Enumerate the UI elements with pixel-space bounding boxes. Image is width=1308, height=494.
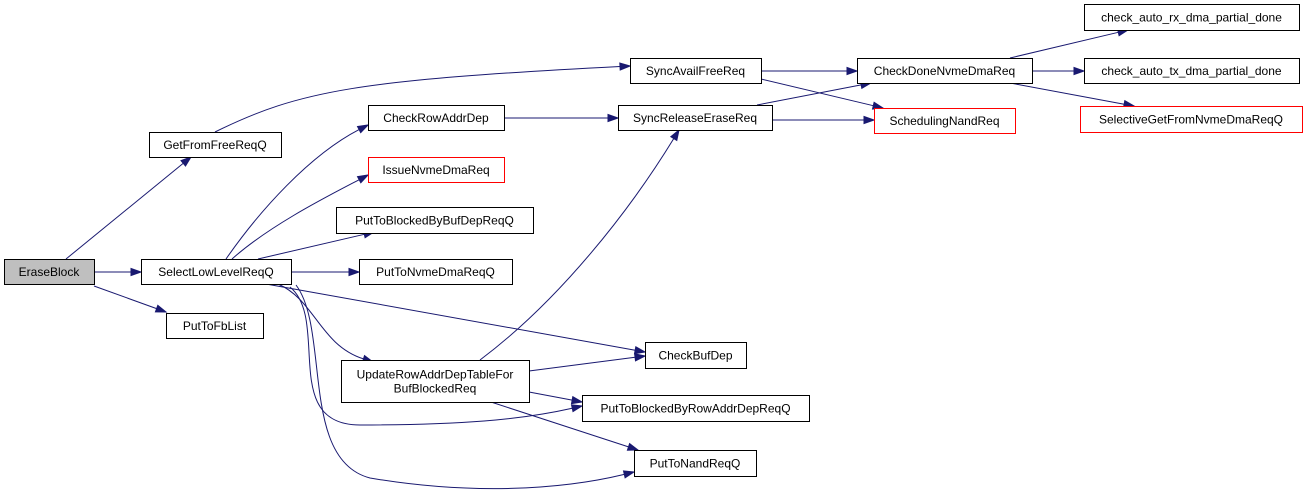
- node-box: [368, 105, 505, 131]
- node-put-to-blocked-by-row-addr-dep-req-q[interactable]: PutToBlockedByRowAddrDepReqQ: [582, 395, 810, 422]
- node-box: [645, 342, 747, 369]
- edge-erase-block-to-select-low-level-req-q: [94, 267, 143, 277]
- node-label: IssueNvmeDmaReq: [382, 163, 489, 177]
- node-label: CheckRowAddrDep: [383, 111, 489, 125]
- node-put-to-blocked-by-buf-dep-req-q[interactable]: PutToBlockedByBufDepReqQ: [336, 207, 534, 234]
- node-put-to-nvme-dma-req-q[interactable]: PutToNvmeDmaReqQ: [359, 259, 513, 285]
- node-label: CheckDoneNvmeDmaReq: [874, 64, 1015, 78]
- edge-check-row-addr-dep-to-sync-release-erase-req: [504, 113, 620, 123]
- node-box: [341, 360, 530, 403]
- node-sync-avail-free-req[interactable]: SyncAvailFreeReq: [630, 58, 762, 84]
- node-label: check_auto_tx_dma_partial_done: [1101, 64, 1281, 78]
- node-box: [874, 108, 1016, 134]
- node-get-from-free-req-q[interactable]: GetFromFreeReqQ: [149, 132, 282, 158]
- node-label: PutToFbList: [183, 319, 247, 333]
- node-check-buf-dep[interactable]: CheckBufDep: [645, 342, 747, 369]
- edge-check-done-nvme-dma-req-to-selective-get-from-nvme-dma-req-q: [1009, 82, 1136, 109]
- node-box: [630, 58, 762, 84]
- node-box: [359, 259, 513, 285]
- edge-erase-block-to-put-to-fb-list: [93, 285, 168, 313]
- edge-select-low-level-req-q-to-check-buf-dep: [265, 283, 647, 355]
- edge-layer: [65, 28, 1136, 490]
- node-label: PutToBlockedByRowAddrDepReqQ: [600, 402, 790, 416]
- node-box: [1084, 58, 1300, 84]
- node-box: [618, 105, 773, 131]
- edge-select-low-level-req-q-to-put-to-nvme-dma-req-q: [291, 267, 361, 277]
- node-label: SelectiveGetFromNvmeDmaReqQ: [1099, 113, 1283, 127]
- node-box: [368, 157, 505, 183]
- node-put-to-nand-req-q[interactable]: PutToNandReqQ: [634, 450, 757, 477]
- node-box: [582, 395, 810, 422]
- node-check-auto-tx-dma-partial-done[interactable]: check_auto_tx_dma_partial_done: [1084, 58, 1300, 84]
- edge-update-row-addr-dep-table-for-buf-blocked-req-to-put-to-blocked-by-row-addr-dep-req-q: [528, 391, 584, 405]
- edge-select-low-level-req-q-to-check-row-addr-dep: [225, 124, 370, 260]
- edge-update-row-addr-dep-table-for-buf-blocked-req-to-put-to-nand-req-q: [490, 401, 640, 451]
- node-label: PutToBlockedByBufDepReqQ: [355, 214, 514, 228]
- node-box: [1080, 106, 1303, 133]
- node-box: [149, 132, 282, 158]
- node-label: PutToNandReqQ: [650, 457, 741, 471]
- node-label: SelectLowLevelReqQ: [158, 265, 273, 279]
- edge-select-low-level-req-q-to-put-to-nand-req-q: [295, 284, 636, 490]
- node-box: [857, 58, 1033, 84]
- edge-select-low-level-req-q-to-update-row-addr-dep-table-for-buf-blocked-req: [277, 283, 375, 363]
- edge-erase-block-to-get-from-free-req-q: [65, 156, 193, 260]
- node-box: [1084, 4, 1300, 31]
- node-sync-release-erase-req[interactable]: SyncReleaseEraseReq: [618, 105, 773, 131]
- edge-select-low-level-req-q-to-put-to-blocked-by-buf-dep-req-q: [257, 230, 376, 260]
- edge-check-done-nvme-dma-req-to-check-auto-tx-dma-partial-done: [1032, 66, 1086, 76]
- node-label: EraseBlock: [19, 265, 81, 279]
- node-erase-block: EraseBlock: [4, 259, 95, 285]
- node-label: BufBlockedReq: [394, 382, 477, 396]
- node-label: UpdateRowAddrDepTableFor: [357, 368, 514, 382]
- node-label: SyncAvailFreeReq: [646, 64, 745, 78]
- node-check-auto-rx-dma-partial-done[interactable]: check_auto_rx_dma_partial_done: [1084, 4, 1300, 31]
- edge-select-low-level-req-q-to-issue-nvme-dma-req: [231, 174, 370, 260]
- node-scheduling-nand-req[interactable]: SchedulingNandReq: [874, 108, 1016, 134]
- edge-update-row-addr-dep-table-for-buf-blocked-req-to-sync-release-erase-req: [479, 128, 680, 361]
- node-put-to-fb-list[interactable]: PutToFbList: [166, 313, 264, 339]
- edge-get-from-free-req-q-to-sync-avail-free-req: [214, 62, 632, 133]
- node-select-low-level-req-q[interactable]: SelectLowLevelReqQ: [141, 259, 292, 285]
- node-check-done-nvme-dma-req[interactable]: CheckDoneNvmeDmaReq: [857, 58, 1033, 84]
- edge-sync-avail-free-req-to-check-done-nvme-dma-req: [761, 66, 859, 76]
- node-selective-get-from-nvme-dma-req-q[interactable]: SelectiveGetFromNvmeDmaReqQ: [1080, 106, 1303, 133]
- node-label: SchedulingNandReq: [889, 114, 999, 128]
- node-box: [634, 450, 757, 477]
- node-box: [141, 259, 292, 285]
- node-box: [4, 259, 95, 285]
- node-box: [166, 313, 264, 339]
- node-check-row-addr-dep[interactable]: CheckRowAddrDep: [368, 105, 505, 131]
- node-label: SyncReleaseEraseReq: [633, 111, 757, 125]
- node-layer: EraseBlock GetFromFreeReqQ SelectLowLevelR…: [4, 4, 1303, 477]
- edge-select-low-level-req-q-to-put-to-blocked-by-row-addr-dep-req-q: [289, 286, 584, 426]
- edge-update-row-addr-dep-table-for-buf-blocked-req-to-check-buf-dep: [528, 353, 647, 372]
- node-label: CheckBufDep: [658, 349, 732, 363]
- node-issue-nvme-dma-req[interactable]: IssueNvmeDmaReq: [368, 157, 505, 183]
- edge-check-done-nvme-dma-req-to-check-auto-rx-dma-partial-done: [1009, 28, 1130, 59]
- node-label: GetFromFreeReqQ: [163, 138, 266, 152]
- node-label: PutToNvmeDmaReqQ: [376, 265, 495, 279]
- edge-sync-release-erase-req-to-scheduling-nand-req: [772, 115, 876, 125]
- node-label: check_auto_rx_dma_partial_done: [1101, 11, 1282, 25]
- node-box: [336, 207, 534, 234]
